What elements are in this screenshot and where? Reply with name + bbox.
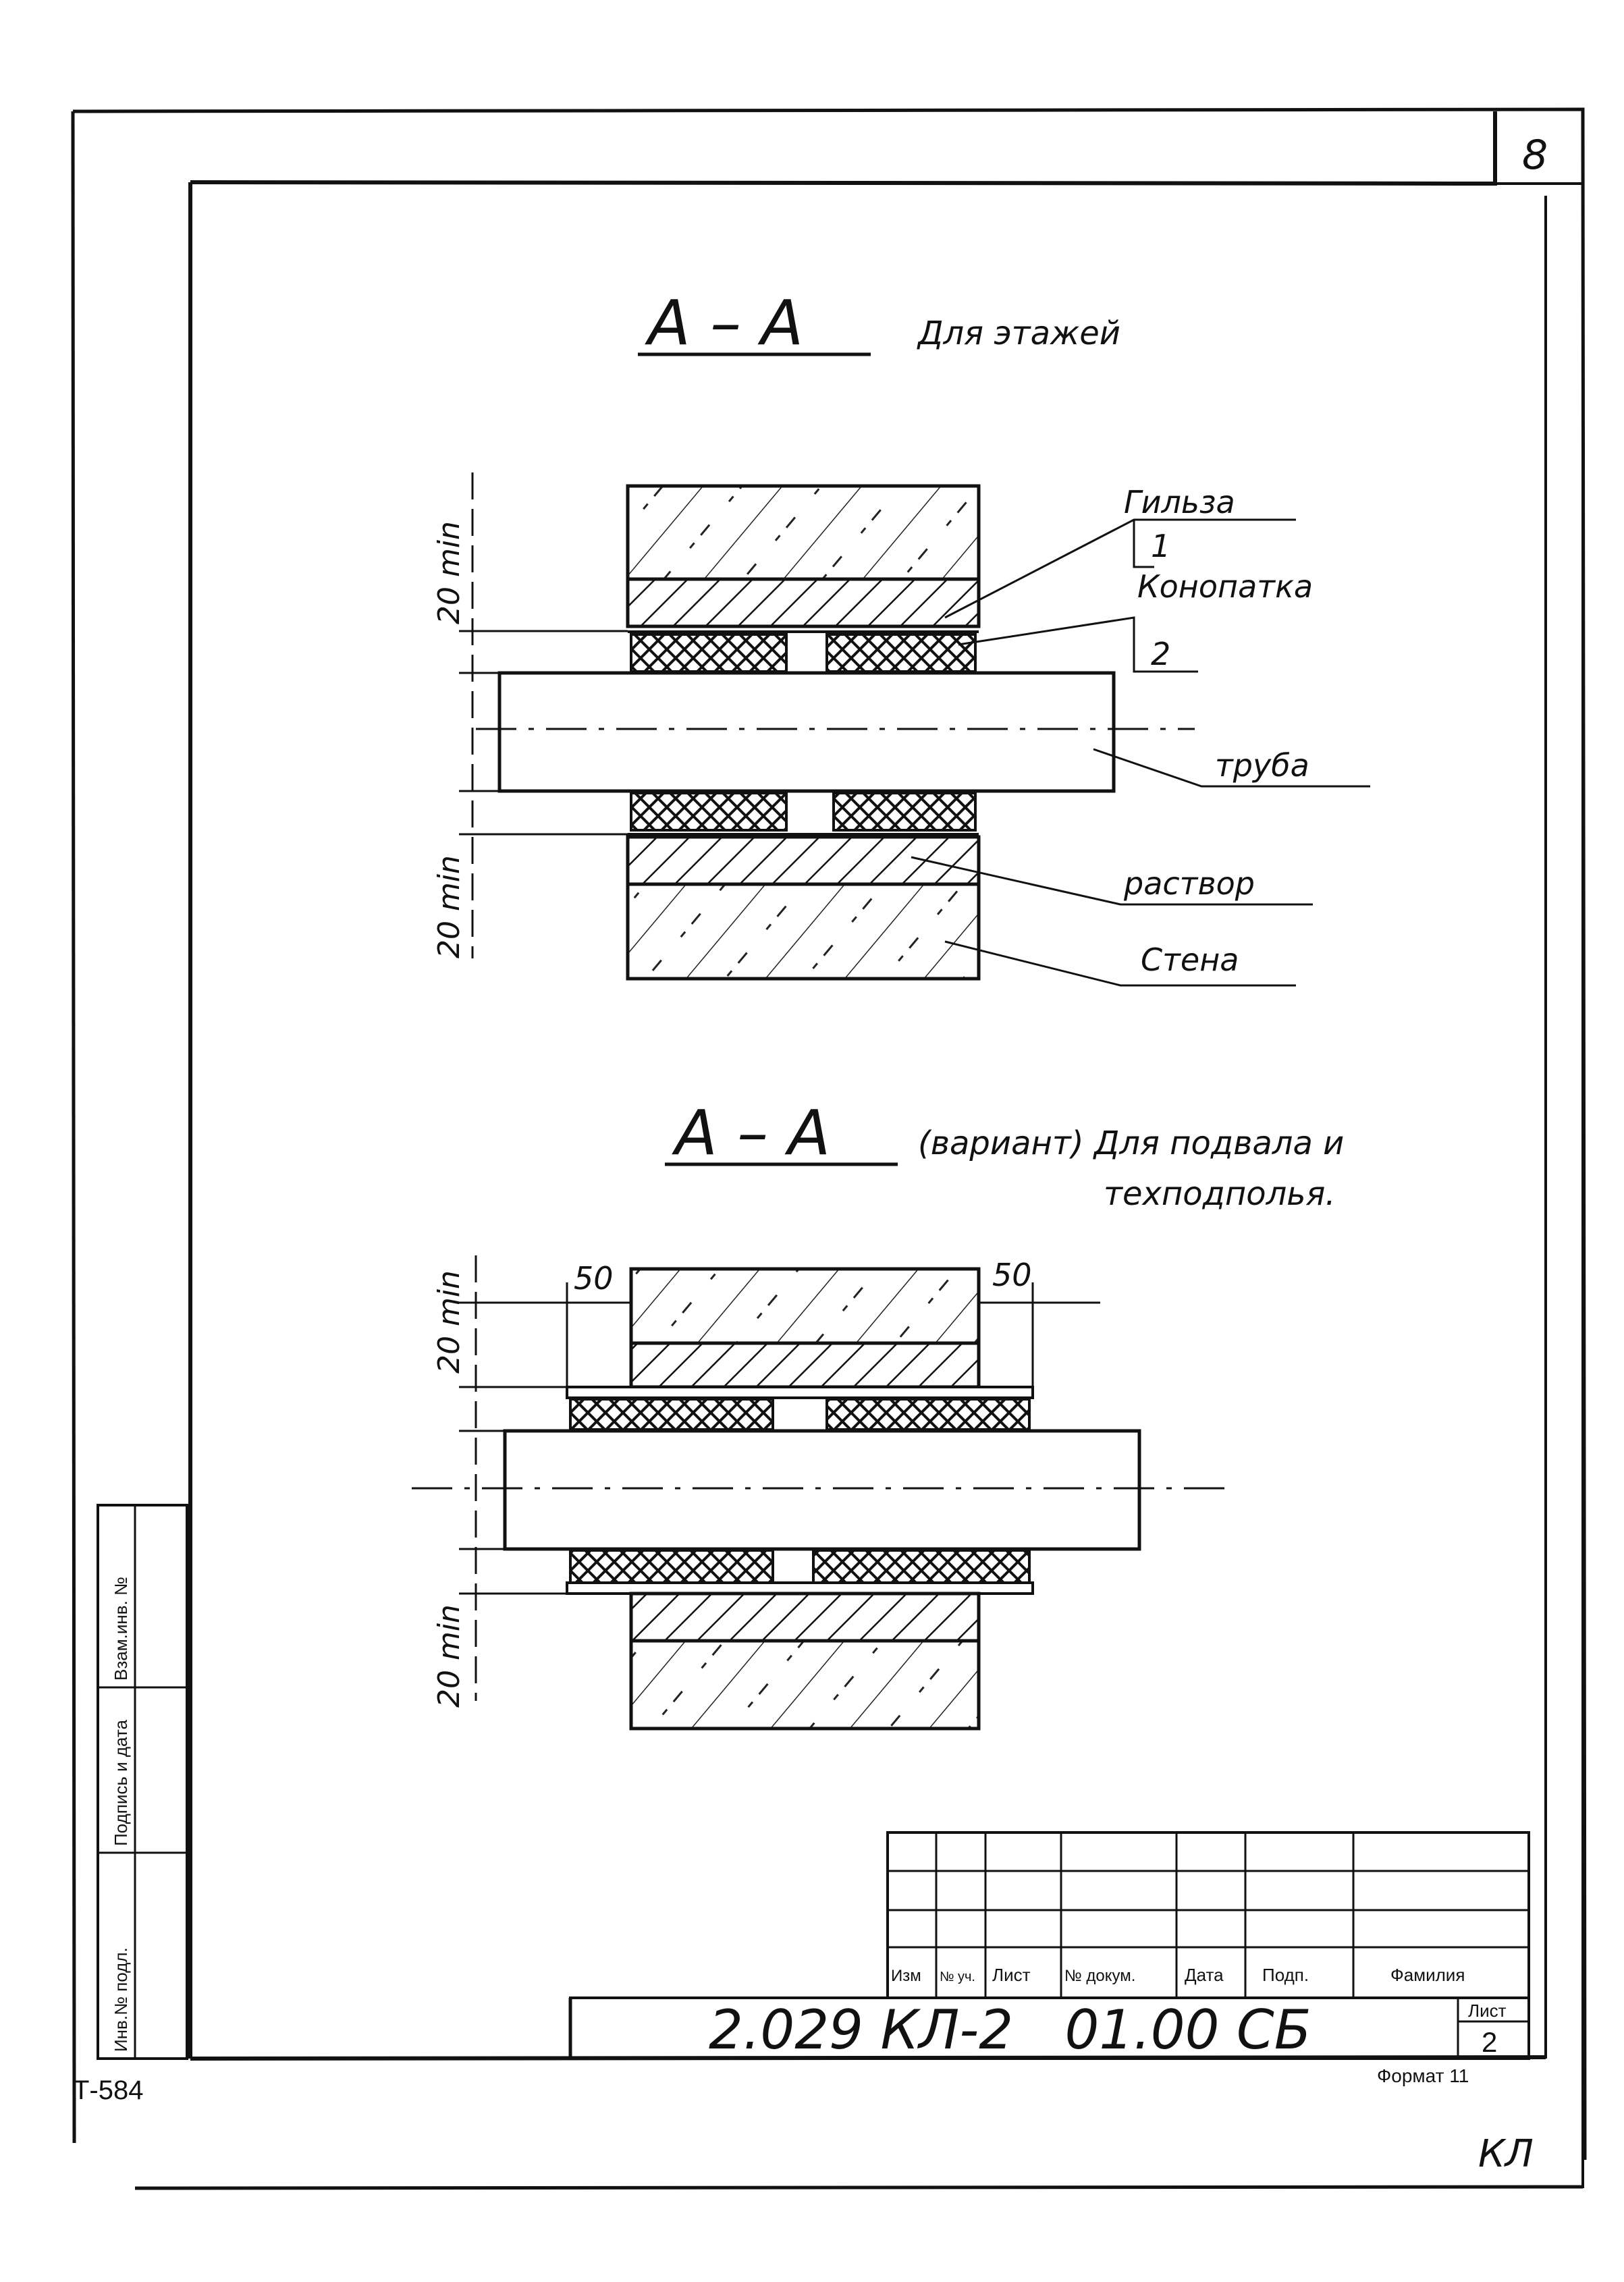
- s2-dim-bottom: 20 min: [432, 1604, 466, 1708]
- corner-sheet-number: 8: [1522, 132, 1548, 179]
- mortar-top: [626, 577, 981, 628]
- tb-header-data: Дата: [1185, 1965, 1224, 1985]
- section-2-title: А – А: [672, 1097, 830, 1169]
- wall-top: [626, 484, 981, 581]
- tb-header-no-uch: № уч.: [940, 1969, 975, 1984]
- sleeve2-top: [566, 1386, 1034, 1399]
- s2-dim-top: 20 min: [432, 1270, 466, 1374]
- tb-header-podp: Подп.: [1262, 1965, 1309, 1985]
- s1-dim-bottom: 20 min: [432, 855, 466, 958]
- tb-header-izm: Изм: [891, 1967, 921, 1985]
- callout-konopatka: Конопатка: [1137, 568, 1313, 605]
- tb-header-no-dokum: № докум.: [1064, 1967, 1135, 1985]
- caulk2-bottom-right: [812, 1549, 1031, 1584]
- s1-dim-top: 20 min: [432, 521, 466, 624]
- section-1-subtitle: Для этажей: [917, 315, 1120, 352]
- stamp-vzam-inv: Взам.инв. №: [111, 1577, 131, 1681]
- initials-signature: КЛ: [1478, 2132, 1534, 2176]
- callout-stena: Стена: [1141, 942, 1239, 978]
- callout-gilza: Гильза: [1124, 484, 1235, 520]
- wall2-top: [629, 1267, 981, 1345]
- wall2-bottom: [629, 1639, 981, 1731]
- caulk-top-right: [825, 633, 977, 673]
- leader-lines: [911, 518, 1370, 987]
- callout-gilza-pos: 1: [1151, 528, 1170, 564]
- section-2-subtitle-1: (вариант) Для подвала и: [918, 1124, 1344, 1162]
- stamp-inv-no-podl: Инв.№ подл.: [111, 1947, 131, 2052]
- stamp-podpis-data: Подпись и дата: [111, 1719, 131, 1846]
- inner-frame: [188, 111, 1583, 2061]
- section-1-title: А – А: [645, 287, 803, 359]
- caulk-top-left: [630, 633, 788, 673]
- title-block: Изм № уч. Лист № докум. Дата Подп. Фамил…: [568, 1831, 1530, 2061]
- caulk-bottom-left: [630, 792, 788, 832]
- caulk-bottom-right: [832, 792, 977, 832]
- s2-dim-left-50: 50: [574, 1260, 614, 1297]
- tb-sheet-number: 2: [1482, 2026, 1497, 2058]
- bottom-left-code: Т-584: [73, 2075, 144, 2105]
- section-2: А – А (вариант) Для подвала и техподполь…: [412, 1097, 1344, 1731]
- tb-designation: 2.029 КЛ-2 01.00 СБ: [709, 1999, 1311, 2061]
- section-1: А – А Для этажей 20 min 20 min: [432, 287, 1370, 987]
- mortar2-bottom: [629, 1592, 981, 1643]
- callout-konopatka-pos: 2: [1151, 636, 1170, 672]
- format-label: Формат 11: [1377, 2065, 1469, 2086]
- sheet-frame: [71, 107, 1587, 2190]
- caulk2-top-right: [825, 1398, 1031, 1431]
- caulk2-bottom-left: [569, 1549, 774, 1584]
- callout-rastvor: раствор: [1123, 865, 1255, 902]
- tb-header-list: Лист: [992, 1965, 1031, 1985]
- tb-sheet-label: Лист: [1468, 2001, 1507, 2021]
- side-stamp: Инв.№ подл. Подпись и дата Взам.инв. №: [97, 1504, 188, 2060]
- mortar2-top: [629, 1341, 981, 1389]
- wall-bottom: [626, 882, 981, 981]
- caulk2-top-left: [569, 1398, 774, 1431]
- tb-header-familiya: Фамилия: [1390, 1965, 1465, 1985]
- pipe-2: [503, 1429, 1141, 1551]
- pipe: [497, 671, 1116, 793]
- callout-truba: труба: [1215, 747, 1309, 784]
- s2-dim-right-50: 50: [992, 1257, 1032, 1293]
- section-2-subtitle-2: техподполья.: [1104, 1175, 1336, 1213]
